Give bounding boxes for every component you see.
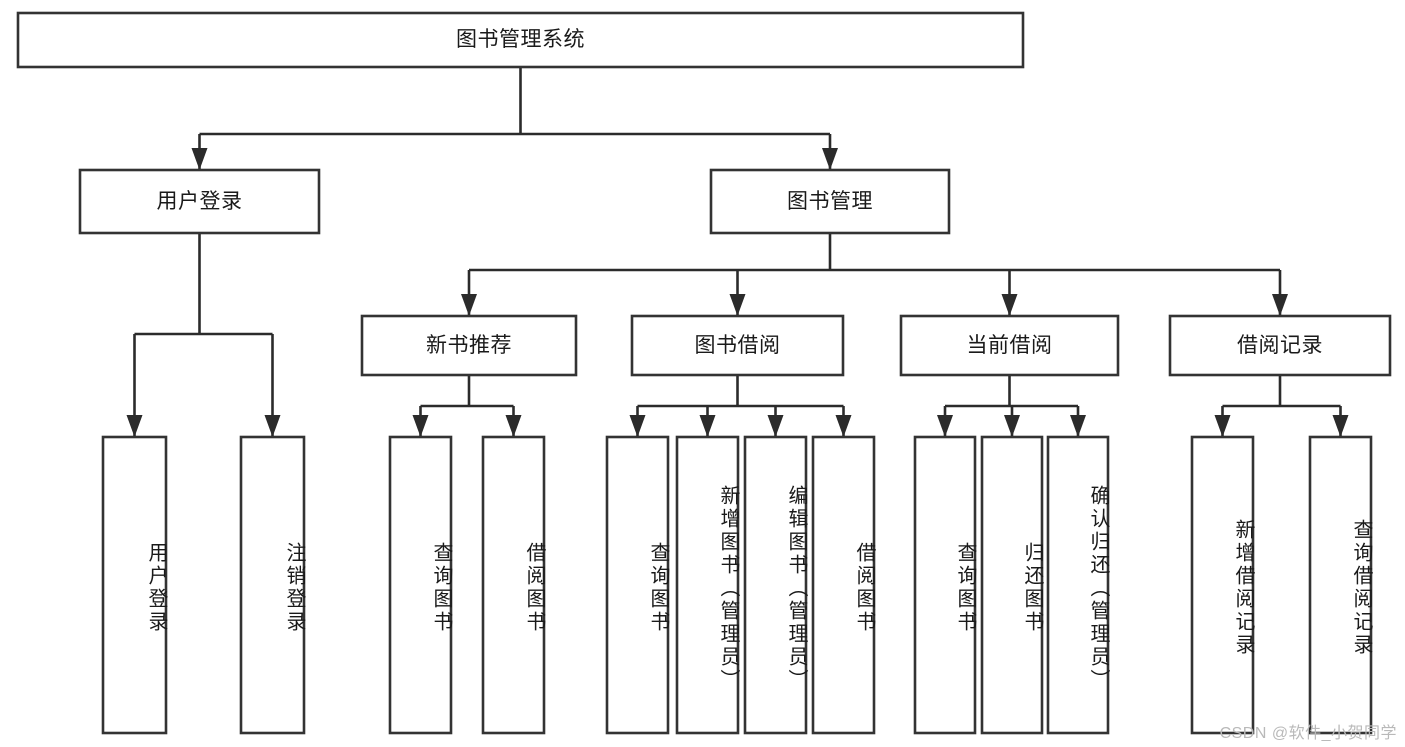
node-box-leaf_1[interactable] xyxy=(239,435,306,735)
arrow-head-icon xyxy=(461,294,477,316)
arrow-head-icon xyxy=(822,148,838,170)
node-box-l2_1[interactable] xyxy=(709,168,951,235)
node-box-leaf_9[interactable] xyxy=(980,435,1044,735)
arrow-head-icon xyxy=(767,415,784,437)
arrow-head-icon xyxy=(505,415,522,437)
arrow-head-icon xyxy=(937,415,953,437)
node-box-leaf_2[interactable] xyxy=(388,435,453,735)
connector-layer xyxy=(126,67,1349,437)
csdn-watermark: CSDN @软件_小贺同学 xyxy=(1219,725,1397,742)
arrow-head-icon xyxy=(1004,415,1020,437)
arrow-head-icon xyxy=(835,415,852,437)
node-box-leaf_10[interactable] xyxy=(1046,435,1110,735)
arrow-head-icon xyxy=(1070,415,1086,437)
node-box-layer xyxy=(16,11,1392,735)
arrow-head-icon xyxy=(126,415,143,437)
node-box-l3_0[interactable] xyxy=(360,314,578,377)
node-box-l3_1[interactable] xyxy=(630,314,845,377)
arrow-head-icon xyxy=(1001,294,1018,316)
node-box-l2_0[interactable] xyxy=(78,168,321,235)
arrow-head-icon xyxy=(629,415,646,437)
arrow-head-icon xyxy=(264,415,281,437)
arrow-head-icon xyxy=(412,415,429,437)
node-box-root[interactable] xyxy=(16,11,1025,69)
arrow-head-icon xyxy=(699,415,716,437)
node-box-leaf_0[interactable] xyxy=(101,435,168,735)
arrow-head-icon xyxy=(729,294,746,316)
node-box-leaf_3[interactable] xyxy=(481,435,546,735)
arrow-head-icon xyxy=(191,148,208,170)
node-box-leaf_8[interactable] xyxy=(913,435,977,735)
node-box-leaf_4[interactable] xyxy=(605,435,670,735)
node-box-leaf_5[interactable] xyxy=(675,435,740,735)
arrow-head-icon xyxy=(1272,294,1288,316)
node-box-leaf_7[interactable] xyxy=(811,435,876,735)
node-box-l3_2[interactable] xyxy=(899,314,1120,377)
node-box-l3_3[interactable] xyxy=(1168,314,1392,377)
arrow-head-icon xyxy=(1332,415,1349,437)
node-box-leaf_11[interactable] xyxy=(1190,435,1255,735)
node-box-leaf_6[interactable] xyxy=(743,435,808,735)
arrow-head-icon xyxy=(1214,415,1231,437)
node-box-leaf_12[interactable] xyxy=(1308,435,1373,735)
